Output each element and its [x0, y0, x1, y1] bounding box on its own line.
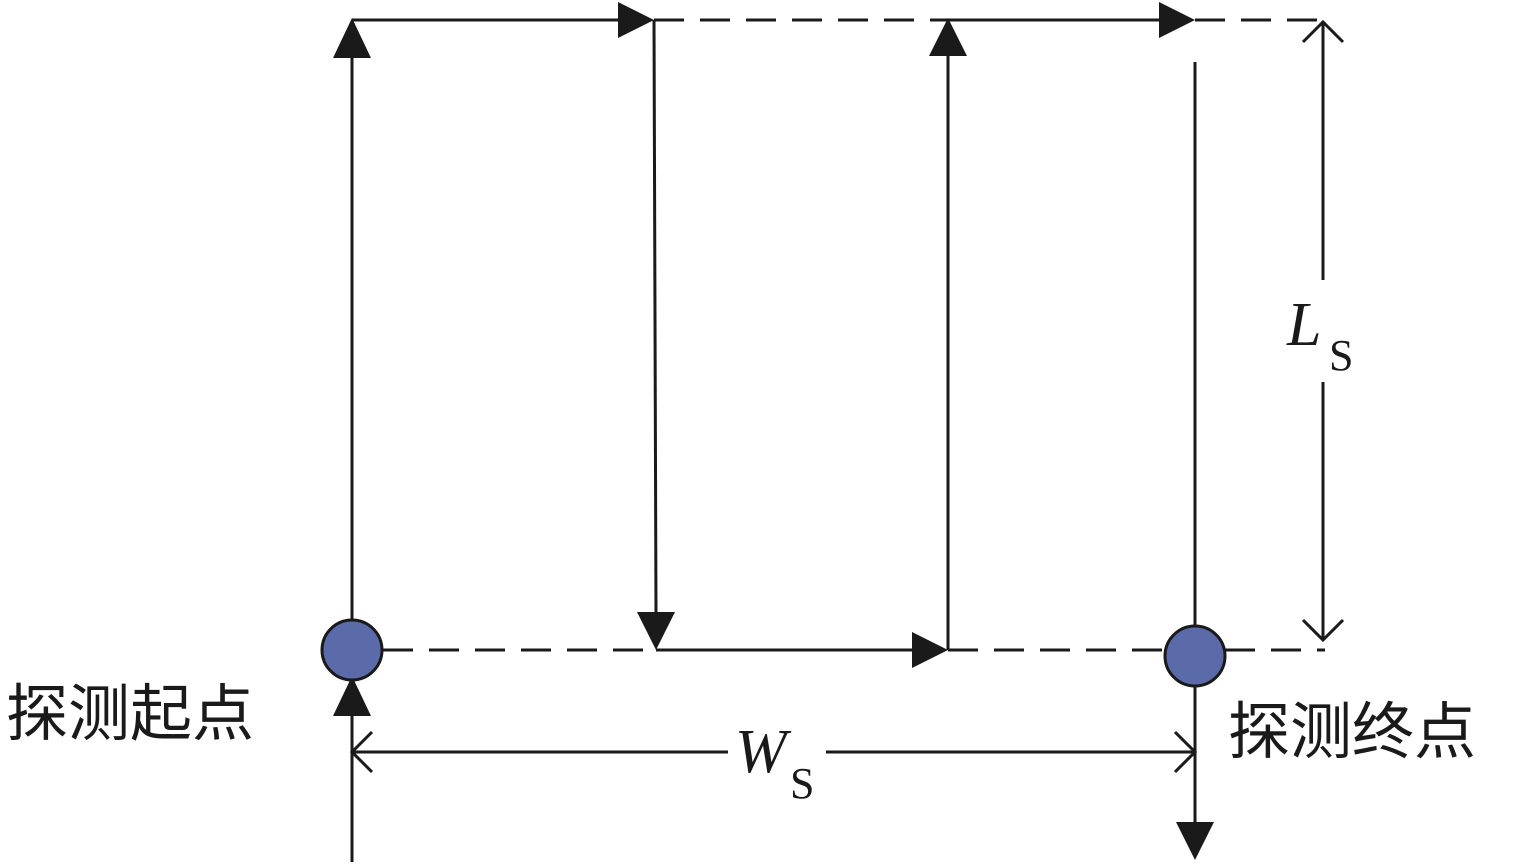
path-down-1 [652, 19, 658, 616]
arrow-right-icon [1159, 2, 1195, 38]
width-dimension-left-arrow [349, 730, 374, 774]
length-subscript: S [1329, 331, 1353, 380]
width-dimension-label: W S [735, 718, 814, 808]
arrow-right-icon [618, 2, 654, 38]
width-dimension-right-arrow [1173, 730, 1198, 774]
width-subscript: S [790, 759, 814, 808]
end-point-marker [1163, 624, 1227, 688]
length-dimension-bottom-arrow [1301, 618, 1345, 643]
arrow-up-icon [333, 18, 371, 58]
length-dimension-label: L S [1286, 291, 1353, 380]
start-point-marker [320, 618, 384, 682]
start-point-label: 探测起点 [6, 677, 254, 750]
arrow-down-icon [637, 612, 675, 650]
arrow-right-icon [912, 632, 948, 668]
end-point-label: 探测终点 [1228, 695, 1476, 768]
arrow-up-icon [333, 676, 371, 716]
arrow-down-icon [1176, 822, 1214, 860]
width-symbol: W [735, 718, 792, 786]
length-symbol: L [1286, 291, 1321, 359]
arrow-up-icon [929, 18, 967, 56]
length-dimension-top-arrow [1301, 19, 1345, 44]
